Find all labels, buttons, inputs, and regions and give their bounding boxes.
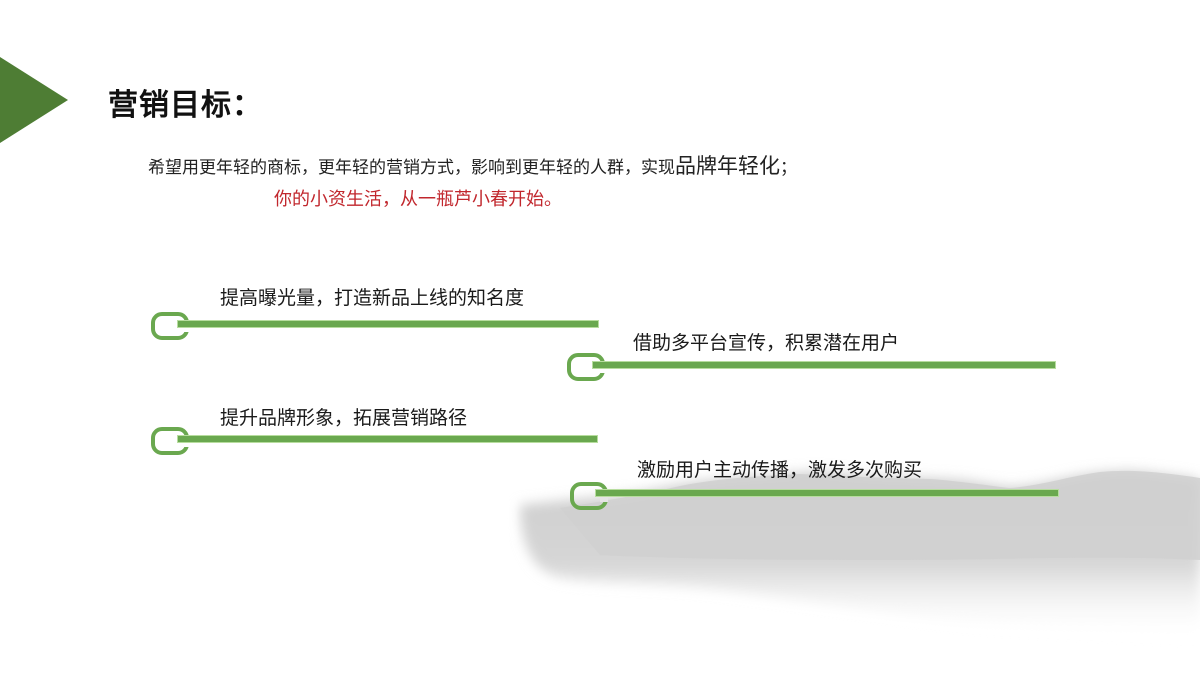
- accent-triangle: [0, 57, 68, 143]
- goal-line: [178, 321, 598, 327]
- goal-line: [178, 436, 597, 442]
- chain-link-icon: [570, 482, 608, 510]
- slide-title: 营销目标：: [108, 88, 263, 123]
- slogan-text: 你的小资生活，从一瓶芦小春开始。: [274, 189, 562, 210]
- description-text: 希望用更年轻的商标，更年轻的营销方式，影响到更年轻的人群，实现品牌年轻化；: [148, 153, 797, 181]
- goal-label: 提高曝光量，打造新品上线的知名度: [220, 287, 525, 309]
- description-suffix: ；: [780, 158, 797, 178]
- goal-label: 借助多平台宣传，积累潜在用户: [633, 332, 900, 354]
- goal-label: 提升品牌形象，拓展营销路径: [220, 407, 468, 429]
- goal-label: 激励用户主动传播，激发多次购买: [637, 459, 923, 481]
- goal-line: [593, 362, 1055, 368]
- description-emphasis: 品牌年轻化: [675, 154, 780, 178]
- goal-line: [596, 490, 1058, 496]
- description-prefix: 希望用更年轻的商标，更年轻的营销方式，影响到更年轻的人群，实现: [148, 158, 675, 178]
